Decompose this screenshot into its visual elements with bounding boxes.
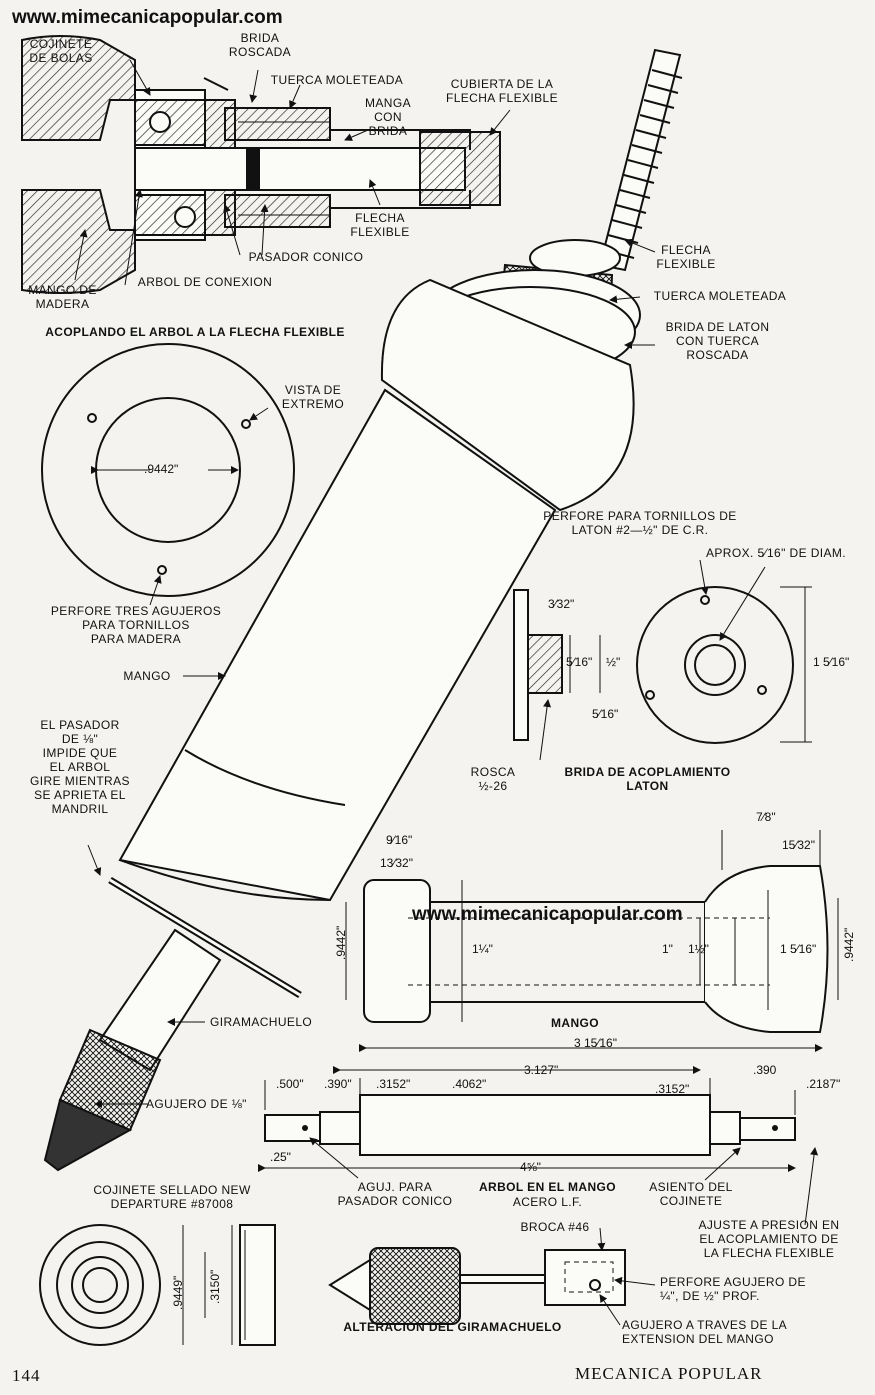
end-view-drawing [41, 343, 295, 606]
page-number: 144 [12, 1366, 41, 1385]
dim-handle-7-8: 7⁄8" [756, 810, 776, 824]
dim-handle-left-9442: .9442" [334, 925, 348, 960]
note-perfore-agujero: PERFORE AGUJERO DE ¼", DE ½" PROF. [660, 1275, 806, 1303]
note-end-view-holes: PERFORE TRES AGUJEROS PARA TORNILLOS PAR… [50, 604, 222, 646]
label-cojinete-bolas: COJINETE DE BOLAS [29, 37, 93, 65]
dim-handle-1-1-2: 1½" [688, 942, 709, 956]
caption-coupling: ACOPLANDO EL ARBOL A LA FLECHA FLEXIBLE [45, 325, 345, 339]
dim-handle-15-32: 15⁄32" [782, 838, 815, 852]
coupling-section [21, 35, 511, 294]
dim-handle-overall: 3 15⁄16" [574, 1036, 617, 1050]
label-arbol-conexion: ARBOL DE CONEXION [137, 275, 273, 289]
caption-arbor: ARBOL EN EL MANGO [478, 1180, 617, 1194]
watermark-middle: www.mimecanicapopular.com [412, 904, 683, 925]
dim-arbor-25: .25" [270, 1150, 291, 1164]
label-cubierta: CUBIERTA DE LA FLECHA FLEXIBLE [445, 77, 559, 105]
dim-handle-1: 1" [662, 942, 673, 956]
label-giramachuelo: GIRAMACHUELO [210, 1015, 313, 1029]
label-tuerca-moleteada-coupling: TUERCA MOLETEADA [270, 73, 404, 87]
dim-arbor-4-5-8: 4⅝" [520, 1160, 541, 1174]
label-aguj-pasador: AGUJ. PARA PASADOR CONICO [337, 1180, 453, 1208]
label-mango-madera: MANGO DE MADERA [28, 283, 97, 311]
label-pasador-conico: PASADOR CONICO [248, 250, 364, 264]
magazine-name: MECANICA POPULAR [575, 1364, 763, 1383]
label-broca: BROCA #46 [520, 1220, 590, 1234]
dim-arbor-390: .390" [324, 1077, 352, 1091]
label-manga-brida: MANGA CON BRIDA [364, 96, 411, 138]
dim-arbor-4062: .4062" [452, 1077, 487, 1091]
handle-profile [345, 830, 839, 1052]
caption-alteration: ALTERACION DEL GIRAMACHUELO [343, 1320, 562, 1334]
caption-flange: BRIDA DE ACOPLAMIENTO LATON [564, 765, 731, 793]
label-arbor-material: ACERO L.F. [512, 1195, 583, 1209]
watermark-top: www.mimecanicapopular.com [12, 7, 283, 28]
note-flange-drill: PERFORE PARA TORNILLOS DE LATON #2—½" DE… [543, 509, 737, 537]
caption-bearing: COJINETE SELLADO NEW DEPARTURE #87008 [93, 1183, 251, 1211]
flexible-shaft [598, 48, 683, 272]
dim-bearing-9449: .9449" [171, 1275, 185, 1310]
label-mango-tool: MANGO [123, 669, 171, 683]
label-rosca: ROSCA ½-26 [470, 765, 516, 793]
label-brida-roscada: BRIDA ROSCADA [228, 31, 292, 59]
dim-handle-1-1-4: 1¼" [472, 942, 493, 956]
flange-drawing [513, 559, 812, 761]
label-asiento-cojinete: ASIENTO DEL COJINETE [649, 1180, 733, 1208]
dim-handle-13-32: 13⁄32" [380, 856, 413, 870]
caption-handle: MANGO [551, 1016, 599, 1030]
dim-arbor-390b: .390 [753, 1063, 777, 1077]
dim-end-view-9442: .9442" [144, 462, 179, 476]
note-pasador: EL PASADOR DE ⅛" IMPIDE QUE EL ARBOL GIR… [30, 718, 130, 816]
dim-flange-3-32: 3⁄32" [548, 597, 575, 611]
dim-handle-9-16: 9⁄16" [386, 833, 413, 847]
dim-arbor-3127: 3.127" [524, 1063, 559, 1077]
dim-handle-right-9442: .9442" [842, 927, 856, 962]
label-flecha-flexible-coupling: FLECHA FLEXIBLE [350, 211, 410, 239]
label-vista-extremo: VISTA DE EXTREMO [281, 383, 345, 411]
note-agujero-traves: AGUJERO A TRAVES DE LA EXTENSION DEL MAN… [622, 1318, 788, 1346]
label-tuerca-moleteada-tool: TUERCA MOLETEADA [653, 289, 787, 303]
chuck-alteration-drawing [328, 1227, 656, 1326]
dim-flange-1-2: ½" [606, 655, 621, 669]
dim-arbor-3152: .3152" [376, 1077, 411, 1091]
dim-flange-5-16b: 5⁄16" [592, 707, 619, 721]
label-brida-laton: BRIDA DE LATON CON TUERCA ROSCADA [665, 320, 770, 362]
dim-arbor-2187: .2187" [806, 1077, 841, 1091]
tool-drawing [43, 48, 683, 1172]
label-aprox-diam: APROX. 5⁄16" DE DIAM. [706, 546, 847, 560]
dim-bearing-3150: .3150" [208, 1269, 222, 1304]
label-agujero-1-8: AGUJERO DE ⅛" [146, 1097, 247, 1111]
dim-arbor-500: .500" [276, 1077, 304, 1091]
label-flecha-flexible-tool: FLECHA FLEXIBLE [656, 243, 716, 271]
dim-flange-1-5-16: 1 5⁄16" [813, 655, 850, 669]
dim-handle-1-5-16: 1 5⁄16" [780, 942, 817, 956]
dim-arbor-3152b: .3152" [655, 1082, 690, 1096]
dim-flange-5-16: 5⁄16" [566, 655, 593, 669]
note-ajuste-presion: AJUSTE A PRESION EN EL ACOPLAMIENTO DE L… [698, 1218, 840, 1260]
arbor-drawing [258, 1066, 819, 1226]
bearing-drawing [39, 1224, 276, 1346]
